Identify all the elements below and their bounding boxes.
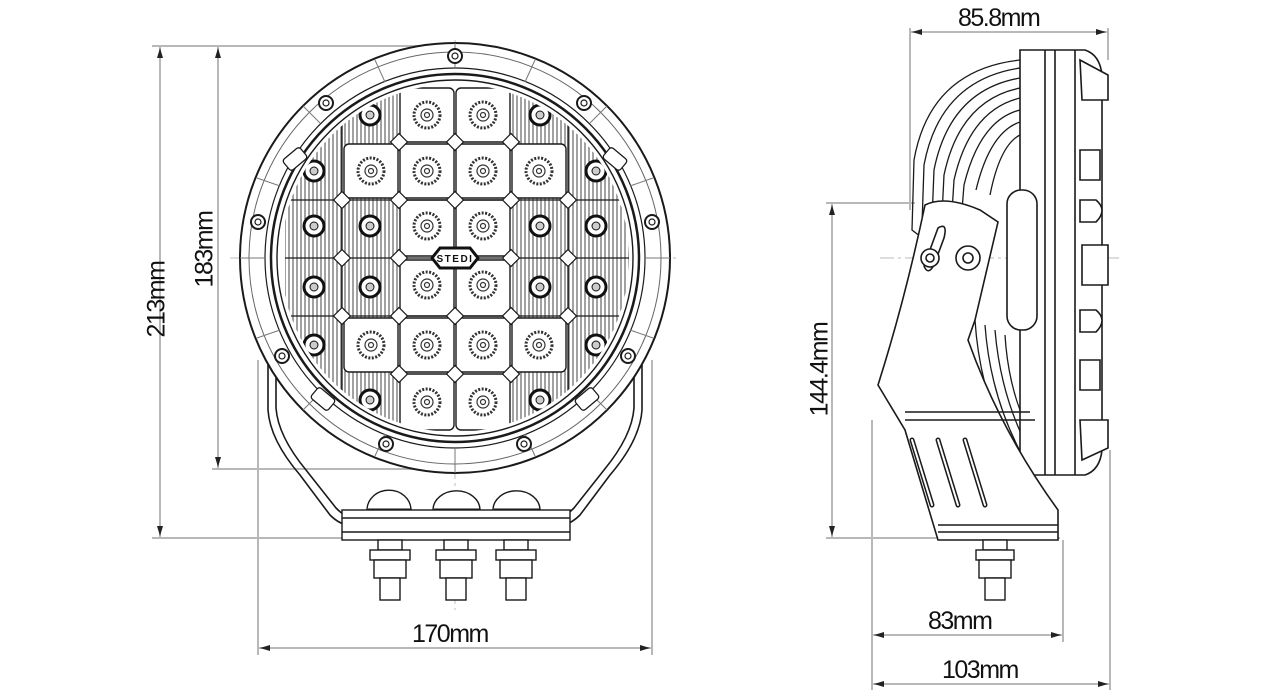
screw-icon bbox=[620, 348, 636, 364]
led-lenses bbox=[356, 100, 554, 417]
side-bracket bbox=[877, 200, 1059, 541]
screw-icon bbox=[250, 214, 266, 230]
terminal-block bbox=[341, 489, 571, 601]
front-view: STEDI bbox=[152, 40, 680, 655]
screw-icon bbox=[576, 95, 592, 111]
dim-label-213: 213mm bbox=[142, 261, 171, 338]
screw-icon bbox=[318, 95, 334, 111]
screw-icon bbox=[447, 48, 463, 64]
dim-label-85-8: 85.8mm bbox=[958, 4, 1041, 32]
logo-text: STEDI bbox=[437, 254, 474, 265]
dim-line-85-8 bbox=[909, 28, 1109, 210]
dim-label-183: 183mm bbox=[190, 211, 219, 288]
terminal-stud-icon bbox=[369, 539, 411, 601]
screw-icon bbox=[274, 348, 290, 364]
dim-line-83 bbox=[871, 420, 1064, 690]
screw-icon bbox=[644, 214, 660, 230]
side-terminal-stud-icon bbox=[975, 539, 1015, 601]
terminal-stud-icon bbox=[435, 539, 477, 601]
dim-label-170: 170mm bbox=[412, 620, 489, 648]
dim-line-170 bbox=[257, 360, 653, 655]
screw-icon bbox=[378, 436, 394, 452]
dim-label-83: 83mm bbox=[928, 607, 993, 635]
led-grid bbox=[281, 84, 629, 432]
logo-badge: STEDI bbox=[430, 246, 480, 270]
terminal-stud-icon bbox=[495, 539, 537, 601]
screw-icon bbox=[516, 436, 532, 452]
side-slot bbox=[1006, 189, 1038, 331]
bezel-screws bbox=[250, 48, 660, 452]
dim-label-144-4: 144.4mm bbox=[805, 322, 834, 417]
side-bezel bbox=[1019, 49, 1109, 476]
dim-label-103: 103mm bbox=[942, 656, 1019, 684]
dim-line-103 bbox=[872, 450, 1111, 690]
side-view bbox=[826, 28, 1120, 690]
